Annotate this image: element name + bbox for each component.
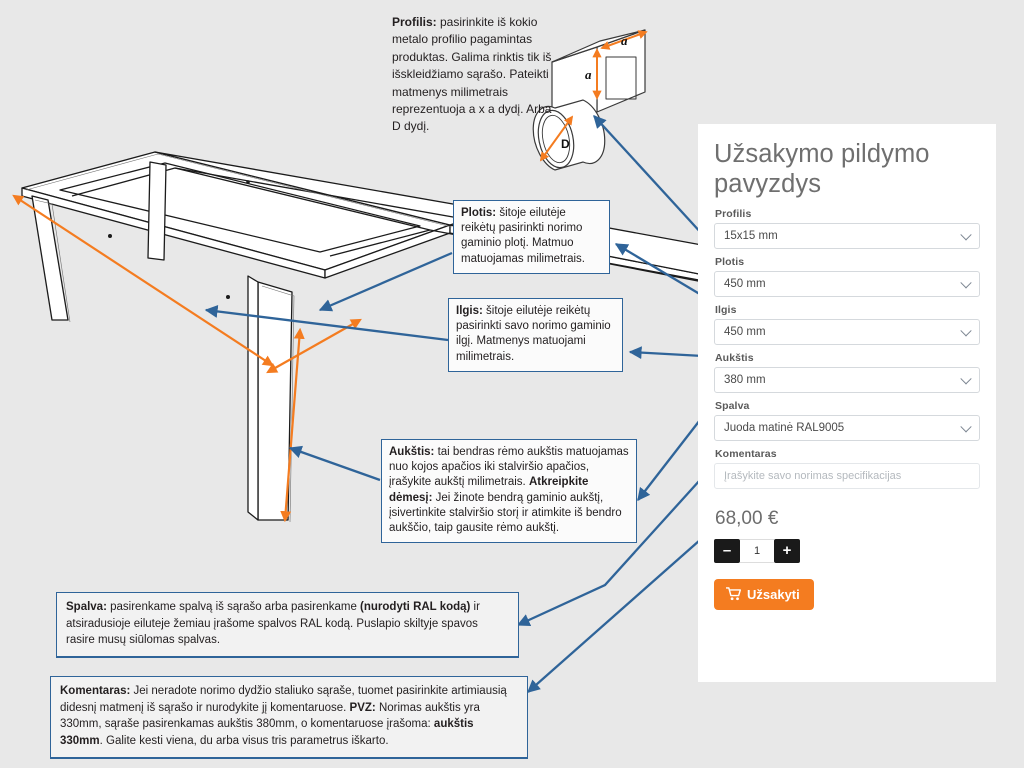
order-button-label: Užsakyti [747,586,800,602]
callout-komentaras-text3: . Galite kesti viena, du arba visus tris… [99,735,389,748]
select-spalva[interactable]: Juoda matinė RAL9005 [714,414,980,441]
order-button[interactable]: Užsakyti [714,578,814,610]
callout-komentaras-text2: Norimas aukštis yra 330mm, sąraše pasire… [60,701,480,731]
callout-spalva-bold2: (nurodyti RAL kodą) [360,601,471,613]
arrow-aukstis-to-table [288,445,381,482]
arrow-to-profilis [593,115,704,236]
quantity-decrement-button[interactable]: – [714,538,740,563]
quantity-stepper[interactable]: – 1 + [714,538,980,563]
komentaras-input[interactable]: Įrašykite savo norimas specifikacijas [714,462,980,489]
arrow-aukstis [280,327,305,523]
callout-aukstis-label: Aukštis: [389,446,435,458]
label-spalva: Spalva [715,399,750,412]
label-profilis: Profilis [715,207,752,220]
tube-label-d: D [561,137,570,151]
select-profilis-value: 15x15 mm [724,229,778,242]
arrow-plotis [12,194,274,367]
select-ilgis-value: 450 mm [724,325,766,338]
komentaras-placeholder: Įrašykite savo norimas specifikacijas [724,469,902,482]
callout-ilgis-text: šitoje eilutėje reikėtų pasirinkti savo … [456,305,611,363]
chevron-down-icon [960,228,972,241]
select-spalva-value: Juoda matinė RAL9005 [724,421,845,434]
arrow-to-plotis-box [614,243,704,297]
select-ilgis[interactable]: 450 mm [714,318,980,345]
label-ilgis: Ilgis [715,303,737,316]
select-aukstis-value: 380 mm [724,373,766,386]
select-plotis[interactable]: 450 mm [714,270,980,297]
arrow-to-ilgis-box [628,346,704,360]
callout-plotis-text: šitoje eilutėje reikėtų pasirinkti norim… [461,207,585,265]
label-aukstis: Aukštis [715,351,754,364]
callout-ilgis-label: Ilgis: [456,305,483,317]
tube-label-a-top: a [621,33,628,48]
callout-komentaras-bold3: aukštis 330mm [60,718,474,748]
label-plotis: Plotis [715,255,745,268]
select-aukstis[interactable]: 380 mm [714,366,980,393]
arrow-to-komentaras-box [527,539,701,693]
callout-plotis-label: Plotis: [461,207,497,219]
price-value: 68,00 € [715,507,779,529]
chevron-down-icon [960,276,972,289]
callout-komentaras-label: Komentaras: [60,685,131,697]
quantity-value[interactable]: 1 [740,538,774,563]
callout-aukstis: Aukštis: tai bendras rėmo aukštis matuoj… [381,439,637,544]
callout-spalva: Spalva: pasirenkame spalvą iš sąrašo arb… [56,592,519,659]
callout-spalva-text: pasirenkame spalvą iš sąrašo arba pasire… [106,601,361,613]
chevron-down-icon [960,420,972,433]
order-form-panel: Užsakymo pildymo pavyzdys Profilis 15x15… [698,124,996,682]
label-komentaras: Komentaras [715,447,777,460]
tube-label-a-side: a [585,67,592,82]
arrow-ilgis-to-table [204,305,449,342]
arrow-to-aukstis-box [637,419,701,502]
page-title: Užsakymo pildymo pavyzdys [714,140,930,198]
arrow-ilgis [266,318,362,374]
callout-spalva-text2: ir atsiradusioje eiluteje žemiau įrašome… [66,601,480,647]
callout-profilis-text: pasirinkite iš kokio metalo profilio pag… [392,15,552,134]
callout-aukstis-label2: Atkreipkite dėmesį: [389,476,589,504]
callout-komentaras: Komentaras: Jei neradote norimo dydžio s… [50,676,528,759]
callout-komentaras-bold2: PVZ: [349,701,376,714]
chevron-down-icon [960,324,972,337]
select-plotis-value: 450 mm [724,277,766,290]
callout-aukstis-text: tai bendras rėmo aukštis matuojamas nuo … [389,446,629,489]
callout-komentaras-text: Jei neradote norimo dydžio staliuko sąra… [60,685,507,714]
quantity-increment-button[interactable]: + [774,538,800,563]
callout-spalva-label: Spalva: [66,601,107,613]
arrow-tube-a-top [600,30,648,50]
callout-aukstis-text2: Jei žinote bendrą gaminio aukštį, įsiver… [389,491,622,534]
arrow-plotis-to-table [318,251,453,312]
callout-profilis-label: Profilis: [392,15,437,29]
callout-plotis: Plotis: šitoje eilutėje reikėtų pasirink… [453,200,610,274]
select-profilis[interactable]: 15x15 mm [714,222,980,249]
callout-ilgis: Ilgis: šitoje eilutėje reikėtų pasirinkt… [448,298,623,372]
cart-icon [726,587,741,601]
callout-profilis: Profilis: pasirinkite iš kokio metalo pr… [392,14,552,136]
chevron-down-icon [960,372,972,385]
